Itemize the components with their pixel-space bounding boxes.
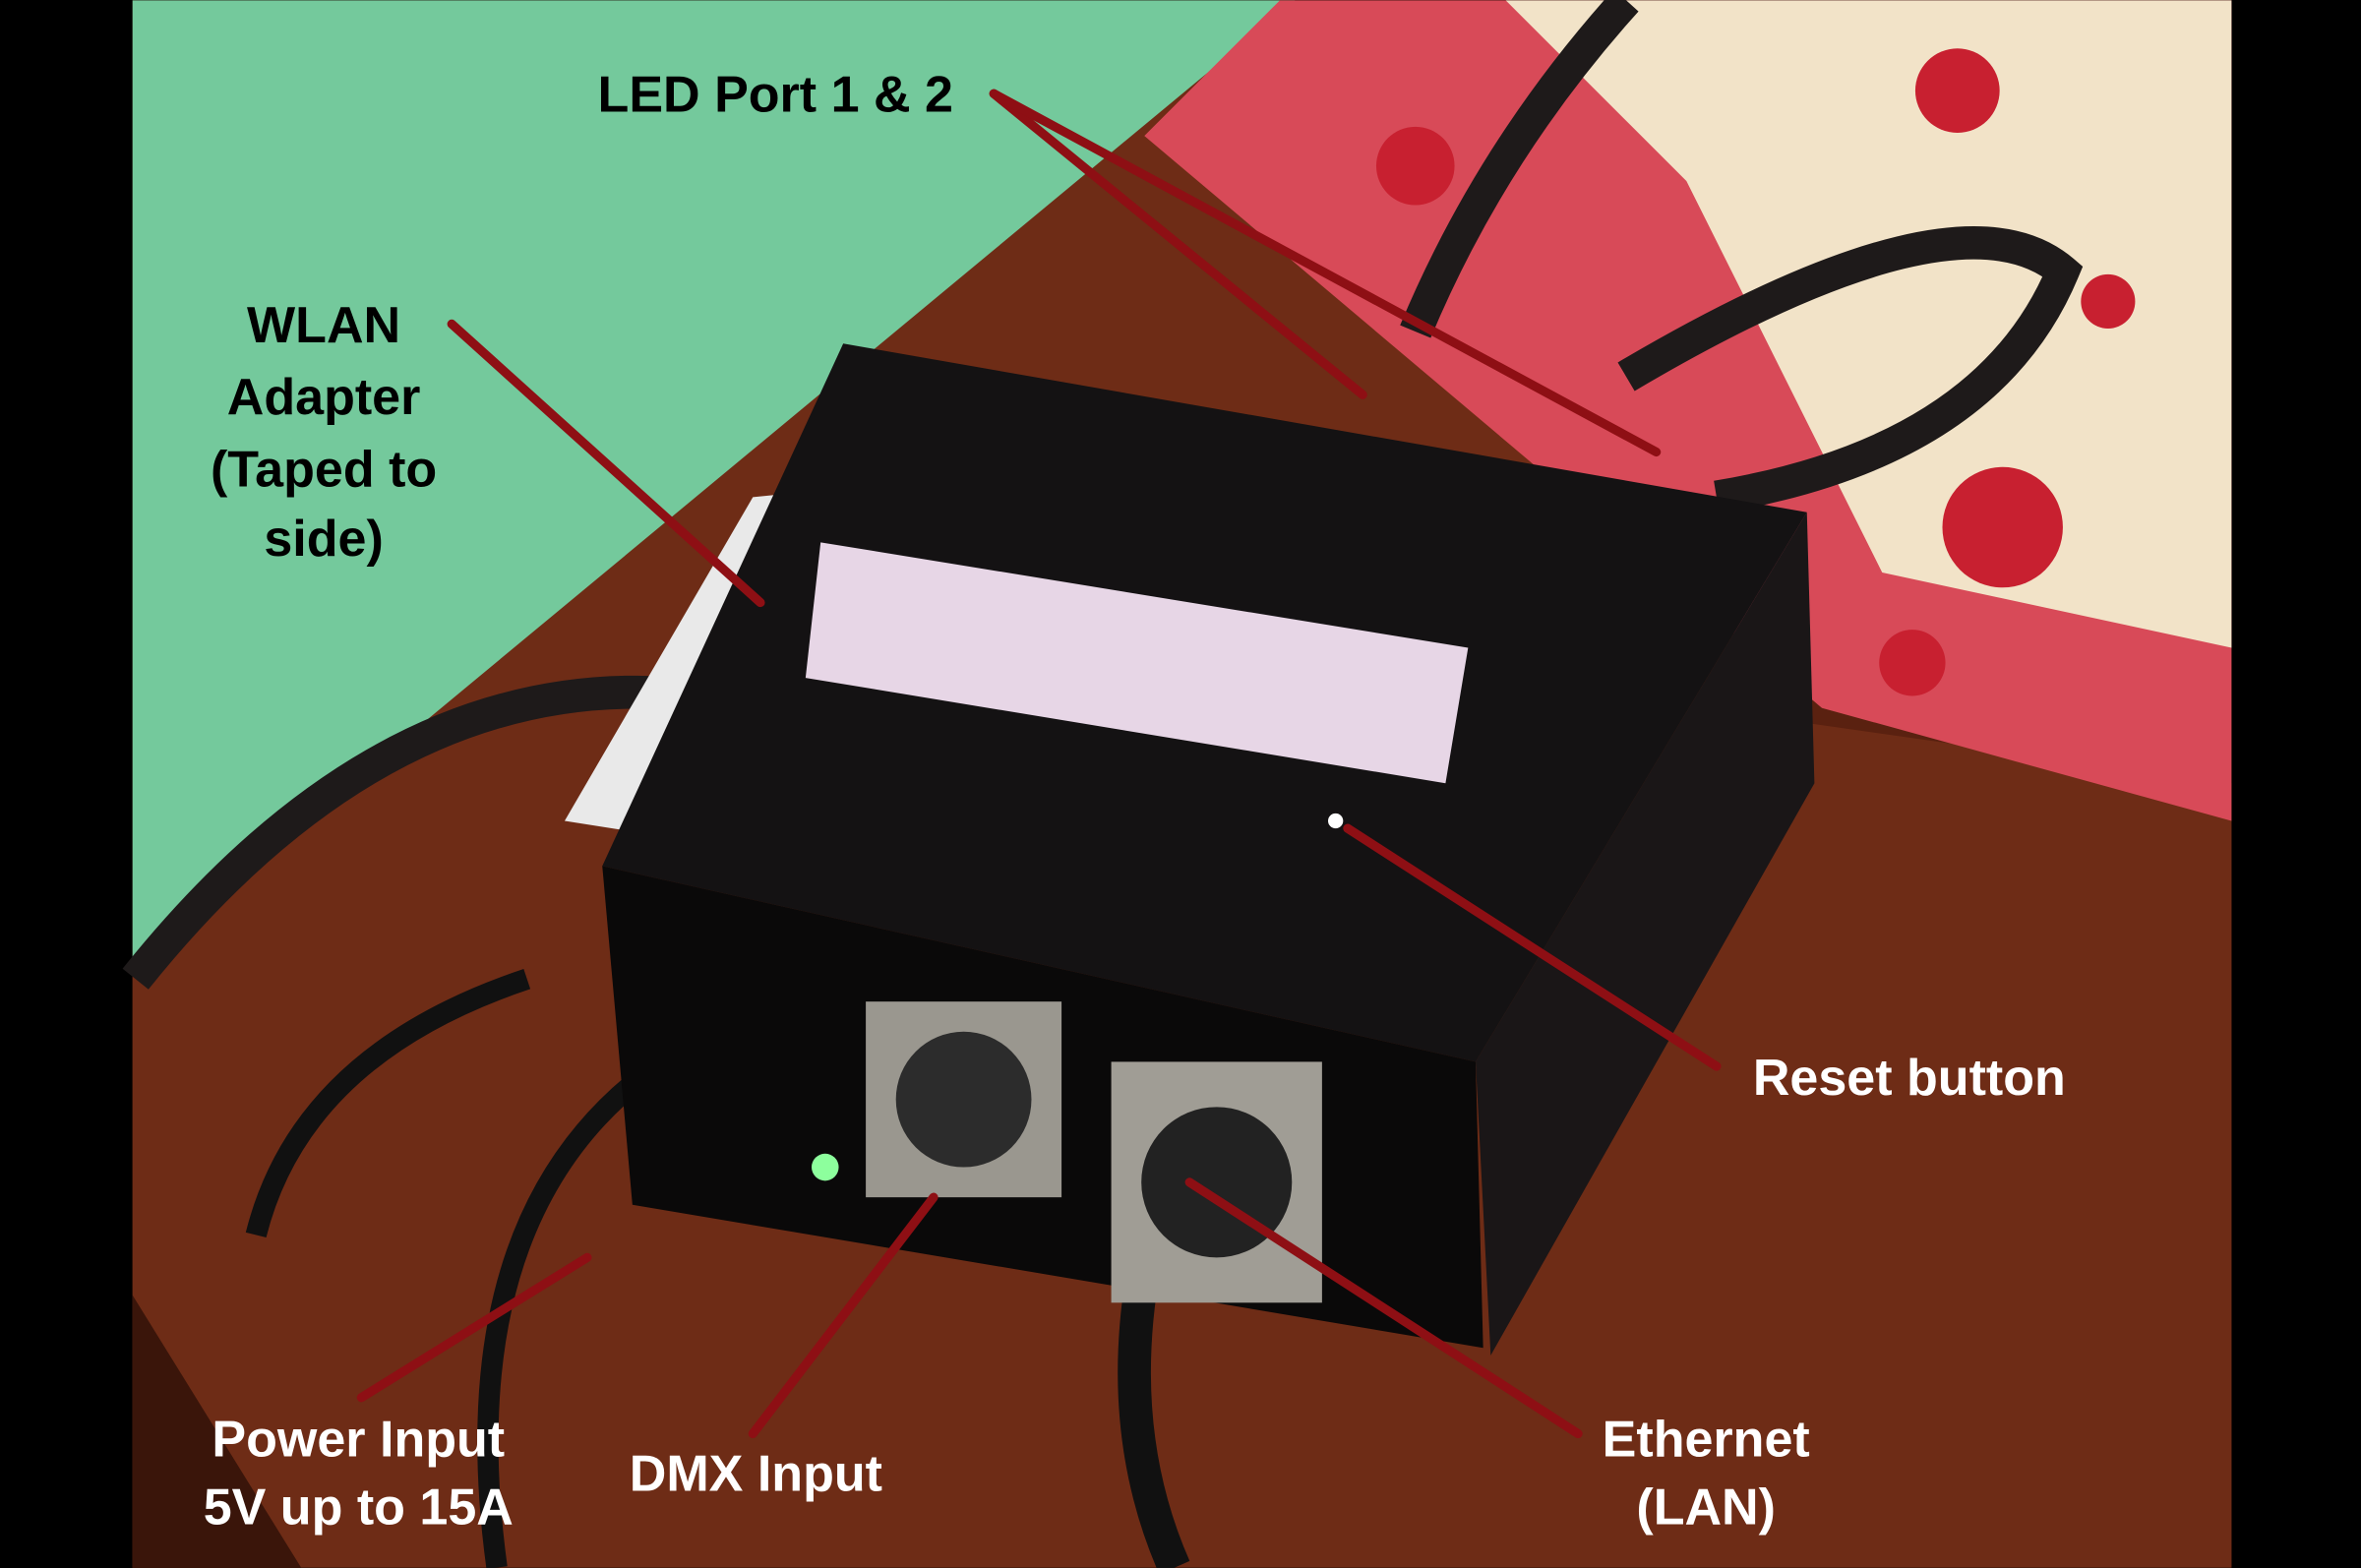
annotation-pointers [356, 89, 1722, 1439]
annotation-labels: LED Port 1 & 2 WLAN Adapter (Taped to si… [204, 67, 2066, 1537]
label-power-1: Power Input [212, 1411, 505, 1468]
photo [122, 0, 2232, 1568]
label-wlan-3: (Taped to [211, 442, 437, 499]
label-led-ports: LED Port 1 & 2 [598, 67, 953, 124]
table-edge [132, 1295, 302, 1568]
flower-pattern [1375, 48, 2136, 696]
device-label-sticker [805, 542, 1469, 784]
power-cable [245, 969, 639, 1568]
device-side-face [1476, 512, 1815, 1356]
tablecloth-light [1505, 0, 2232, 648]
label-wlan-2: Adapter [227, 369, 421, 426]
label-ethernet-2: (LAN) [1636, 1478, 1776, 1536]
label-wlan-4: side) [264, 511, 383, 568]
label-power-2: 5V up to 15A [204, 1478, 514, 1536]
label-wlan-1: WLAN [247, 297, 400, 354]
label-dmx: DMX Input [630, 1446, 882, 1503]
braided-cable [122, 0, 2084, 990]
ethernet-cable [1118, 1262, 1190, 1568]
reset-button [1328, 813, 1344, 829]
label-reset: Reset button [1753, 1050, 2066, 1107]
label-ethernet-1: Ethernet [1603, 1411, 1810, 1468]
status-led-green [812, 1153, 839, 1181]
